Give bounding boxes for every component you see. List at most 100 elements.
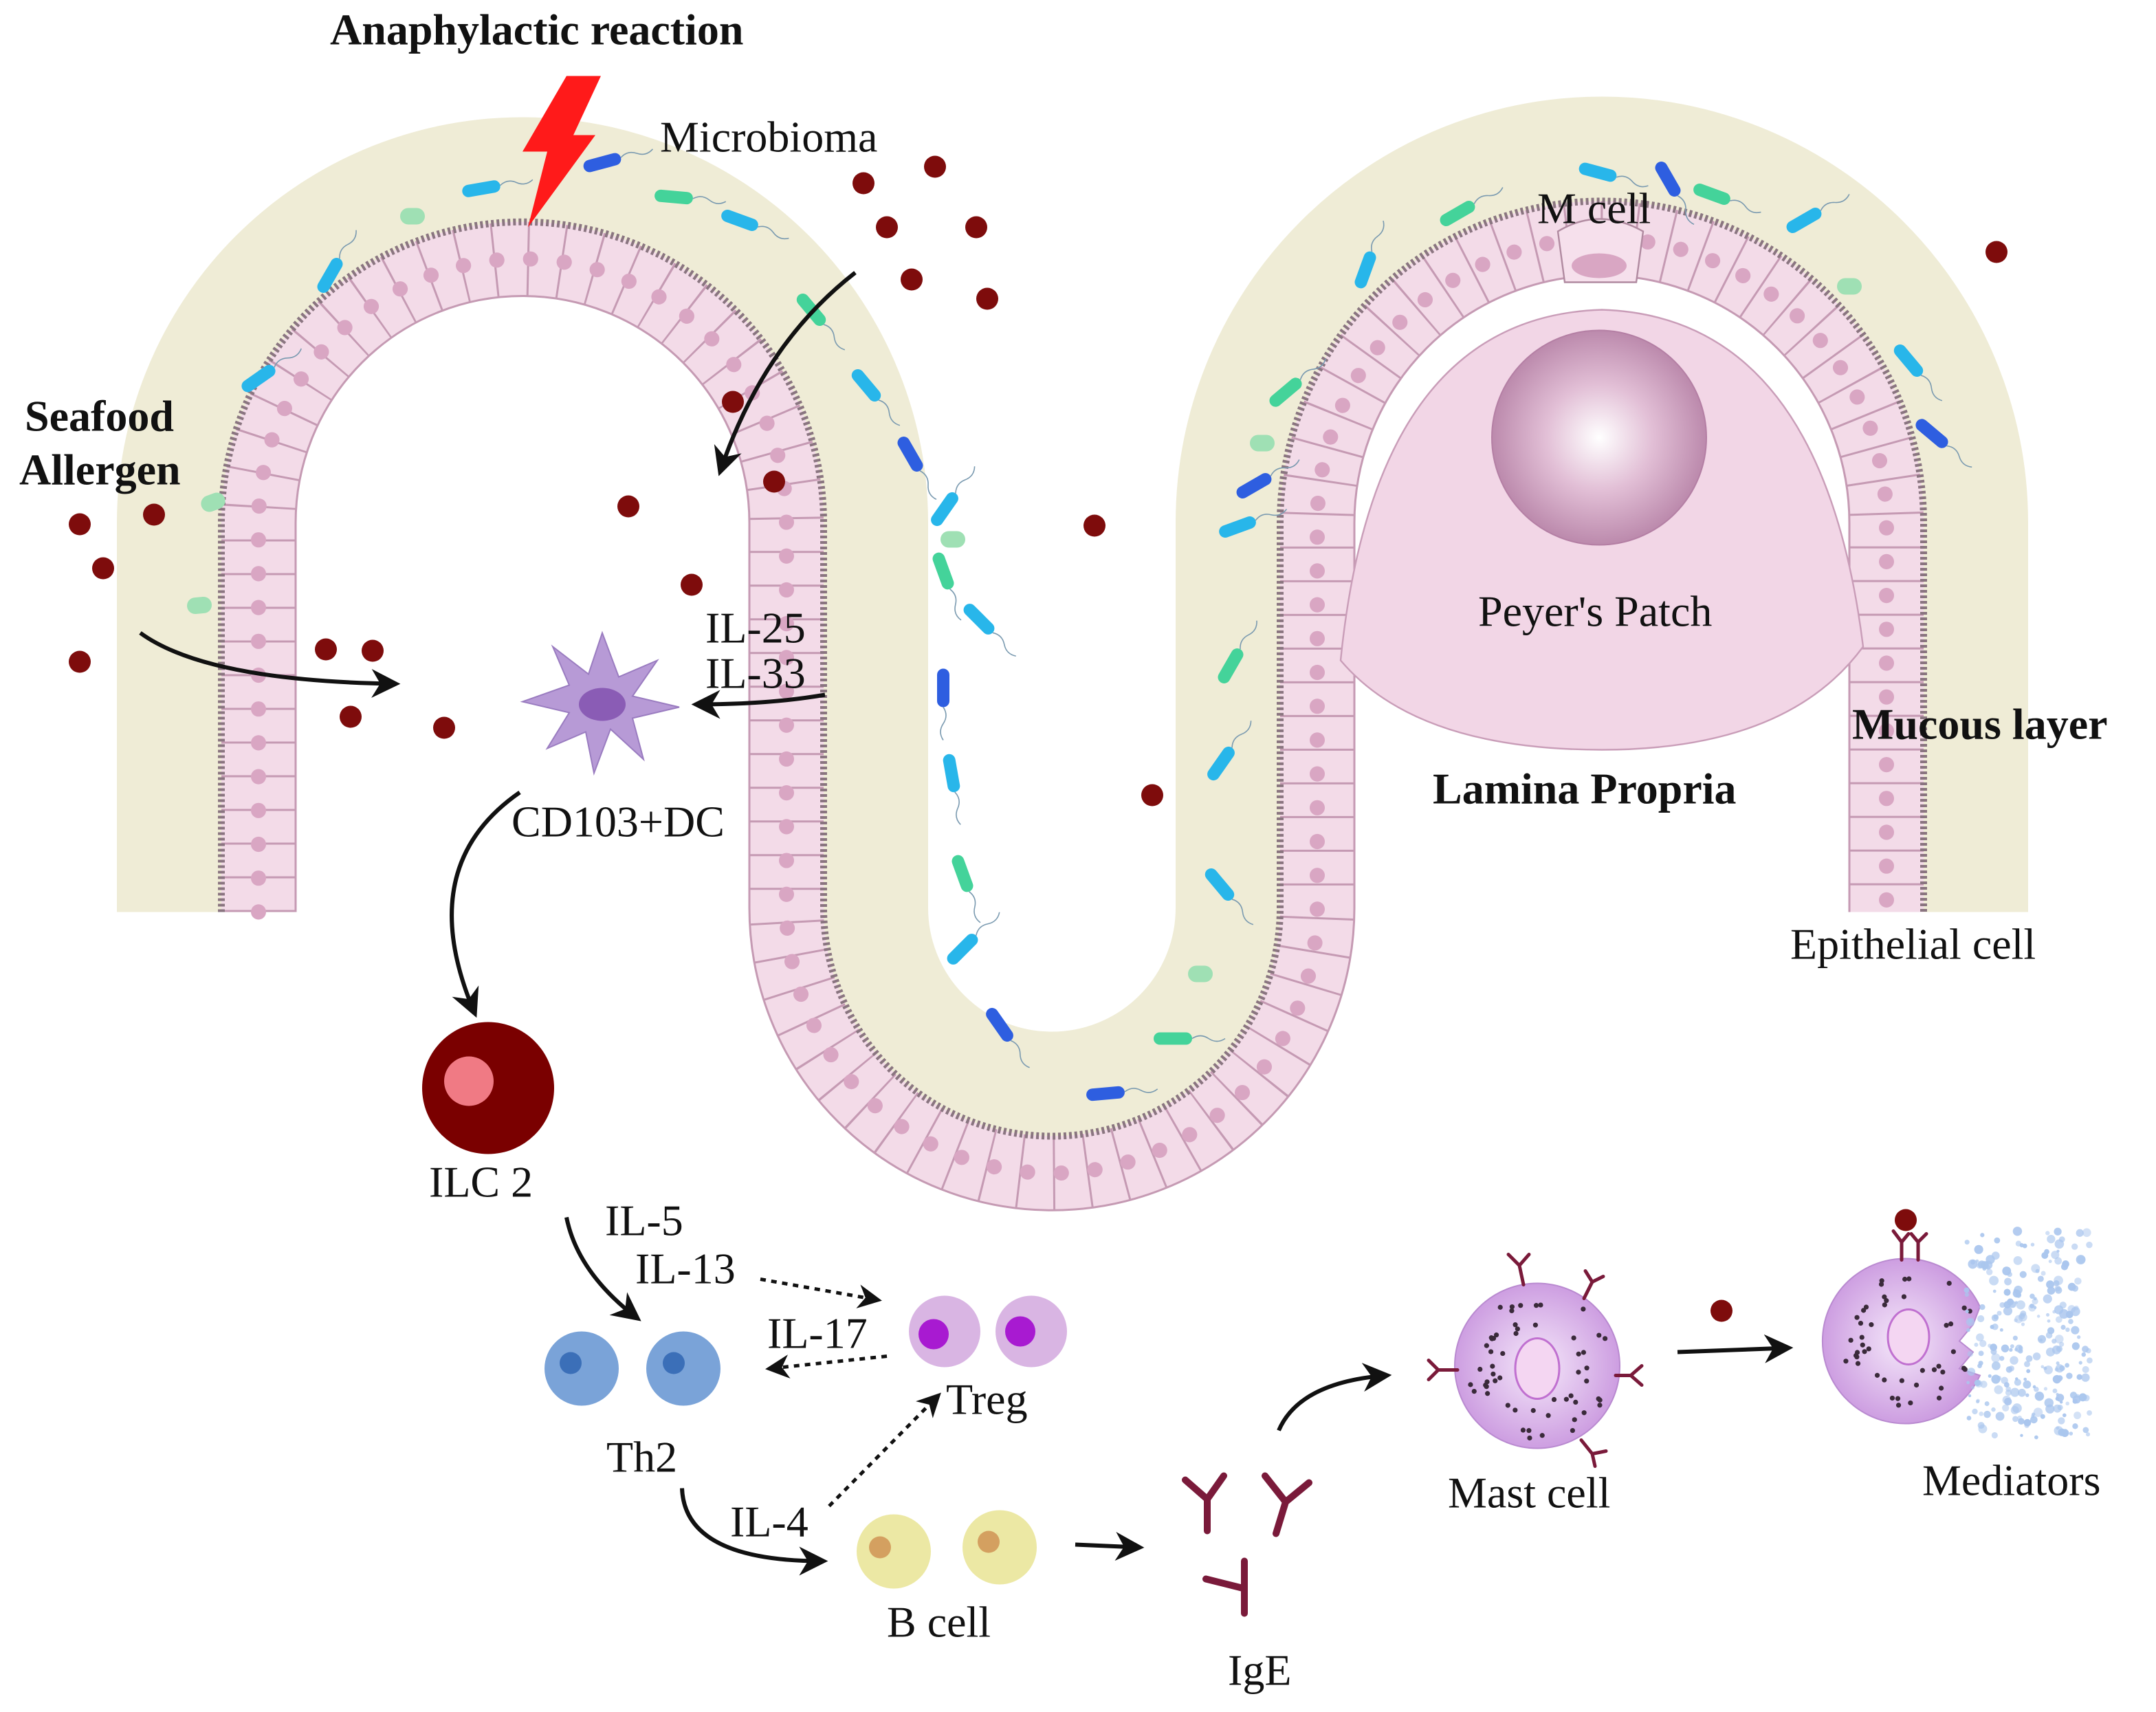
il4-label: IL-4 (730, 1497, 808, 1546)
allergen-particle (315, 638, 337, 661)
il25-label: IL-25 (705, 604, 806, 652)
bacterium (1207, 721, 1252, 781)
allergen-particle (1084, 514, 1106, 537)
allergen-particle (852, 172, 874, 195)
bacterium (940, 531, 965, 548)
bacterium (462, 179, 534, 197)
bacterium (583, 149, 654, 173)
bacterium (1837, 278, 1862, 295)
arrow-il4-to-treg (828, 1392, 941, 1508)
ilc2-label: ILC 2 (429, 1158, 533, 1207)
allergen-particle (901, 268, 923, 291)
bacterium (851, 369, 901, 426)
bacterium (937, 668, 949, 740)
th2-label: Th2 (606, 1433, 677, 1482)
bacterium (1086, 1086, 1158, 1101)
epithelium-outer-edge (218, 197, 1927, 1140)
bacterium (1893, 344, 1943, 402)
bacterium (796, 293, 846, 351)
bacterium (1218, 620, 1257, 683)
bacterium (897, 437, 937, 501)
bacterium (1154, 1032, 1226, 1045)
bacterium (1269, 358, 1326, 407)
th2-cells (544, 1331, 720, 1406)
allergen-particle (617, 495, 639, 518)
bacterium (1250, 435, 1275, 452)
bacterium (1693, 184, 1761, 214)
il13-label: IL-13 (635, 1244, 736, 1293)
bacterium (400, 208, 425, 225)
bacterium (1188, 965, 1213, 983)
allergen-particle-free (1710, 1299, 1732, 1322)
bacterium (1915, 419, 1972, 468)
bacterium (654, 189, 727, 205)
microbioma-label: Microbioma (660, 113, 877, 162)
peyers-patch-label: Peyer's Patch (1478, 587, 1712, 636)
bacterium (1655, 162, 1695, 226)
lightning-bolt-icon (522, 76, 601, 228)
allergen-particle (1141, 784, 1163, 806)
bacterium (1219, 509, 1288, 538)
microbiota (187, 149, 1972, 1101)
cd103-dc-label: CD103+DC (512, 798, 725, 846)
mediator-particles (1964, 1227, 2093, 1440)
mast-cell-label: Mast cell (1448, 1469, 1610, 1517)
bacterium (317, 230, 357, 293)
allergen-particle (722, 391, 744, 413)
allergen-particle (92, 557, 114, 580)
arrow-il13-to-treg (760, 1277, 882, 1308)
allergen-particle (69, 650, 91, 673)
allergen-particle (433, 716, 455, 739)
ilc2-cell (422, 1022, 554, 1154)
allergen-particle (924, 155, 946, 178)
bacterium (201, 492, 226, 512)
ige-antibodies (1182, 1472, 1312, 1617)
arrow-th2-to-bcell (680, 1488, 828, 1576)
dendritic-cell (520, 630, 680, 776)
allergen-particle (69, 513, 91, 536)
bacterium (963, 604, 1016, 657)
allergen-particle (1986, 241, 2008, 263)
bacterium (947, 912, 1000, 965)
bacterium (721, 210, 789, 240)
arrow-epithelium-to-dc (691, 690, 826, 719)
allergen-particle (143, 503, 165, 526)
allergen-particles (69, 155, 2008, 806)
allergen-particle (965, 216, 987, 239)
il33-label: IL-33 (705, 649, 806, 698)
allergen-particle (340, 705, 362, 728)
ige-label: IgE (1228, 1646, 1291, 1695)
treg-label: Treg (946, 1375, 1028, 1424)
mucous-layer-label: Mucous layer (1852, 700, 2108, 749)
arrow-allergen-to-dc (139, 631, 401, 699)
arrow-dc-to-ilc2 (450, 791, 521, 1018)
bacterium (1354, 220, 1385, 289)
b-cells (857, 1510, 1037, 1589)
allergen-particle (362, 639, 384, 662)
il17-label: IL-17 (767, 1309, 868, 1358)
arrow-mast-cell-to-degranulation (1677, 1334, 1794, 1363)
mucous-layer-band (117, 96, 2028, 1183)
allergen-particle (763, 470, 785, 493)
arrow-treg-to-th2 (765, 1354, 888, 1379)
bacterium (952, 855, 981, 923)
lamina-propria-label: Lamina Propria (1433, 765, 1737, 813)
arrow-ilc2-to-th2 (564, 1216, 641, 1321)
bacterium (1440, 187, 1504, 226)
allergen-particle (681, 573, 703, 596)
il5-label: IL-5 (605, 1196, 683, 1245)
bacterium (931, 466, 976, 527)
arrow-ige-to-mast-cell (1277, 1363, 1392, 1431)
bacterium (986, 1007, 1030, 1068)
mast-cell (1427, 1253, 1644, 1468)
epithelial-cell-label: Epithelial cell (1790, 920, 2036, 969)
treg-cells (909, 1295, 1067, 1368)
arrow-microbioma-to-lumen (714, 271, 857, 476)
seafood-allergen-label-line2: Allergen (19, 446, 181, 494)
bacterium (943, 754, 961, 825)
m-cell-label: M cell (1537, 184, 1651, 233)
peyers-patch-follicle (1491, 329, 1707, 546)
arrow-bcell-to-ige (1075, 1532, 1145, 1561)
